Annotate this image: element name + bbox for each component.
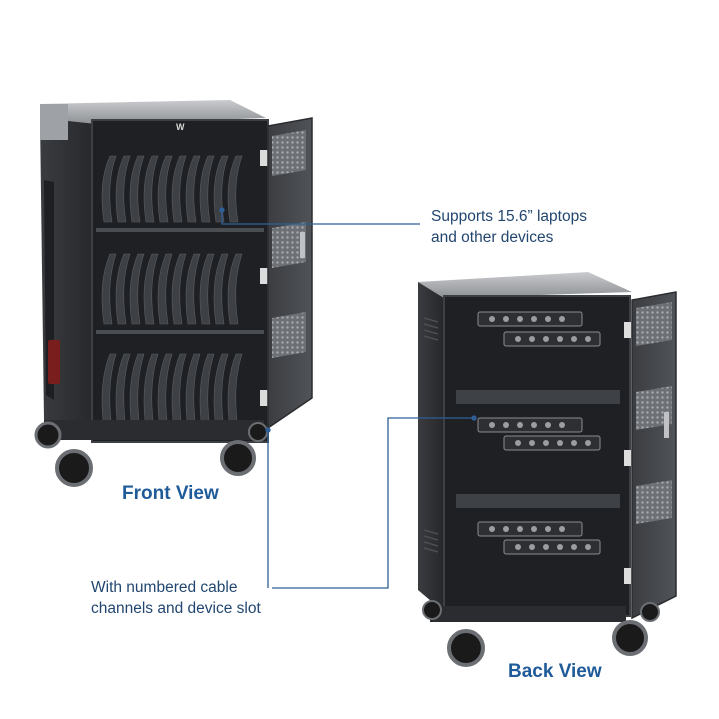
power-strip-row-3	[477, 521, 601, 555]
laptop-callout: Supports 15.6” laptops and other devices	[431, 206, 587, 248]
laptop-callout-line1: Supports 15.6” laptops	[431, 208, 587, 225]
front-view-label: Front View	[122, 483, 219, 504]
back-cart	[418, 272, 677, 667]
cable-callout-line1: With numbered cable	[91, 579, 238, 596]
cable-callout-line2: channels and device slot	[91, 600, 261, 617]
cable-callout: With numbered cable channels and device …	[91, 577, 261, 619]
front-cart: W	[34, 100, 313, 487]
power-strip-row-2	[477, 417, 601, 451]
power-strip-row-1	[477, 311, 601, 347]
back-view-label: Back View	[508, 661, 602, 682]
leader-lines	[219, 207, 477, 589]
laptop-callout-line2: and other devices	[431, 229, 554, 246]
brand-logo: W	[176, 122, 185, 132]
